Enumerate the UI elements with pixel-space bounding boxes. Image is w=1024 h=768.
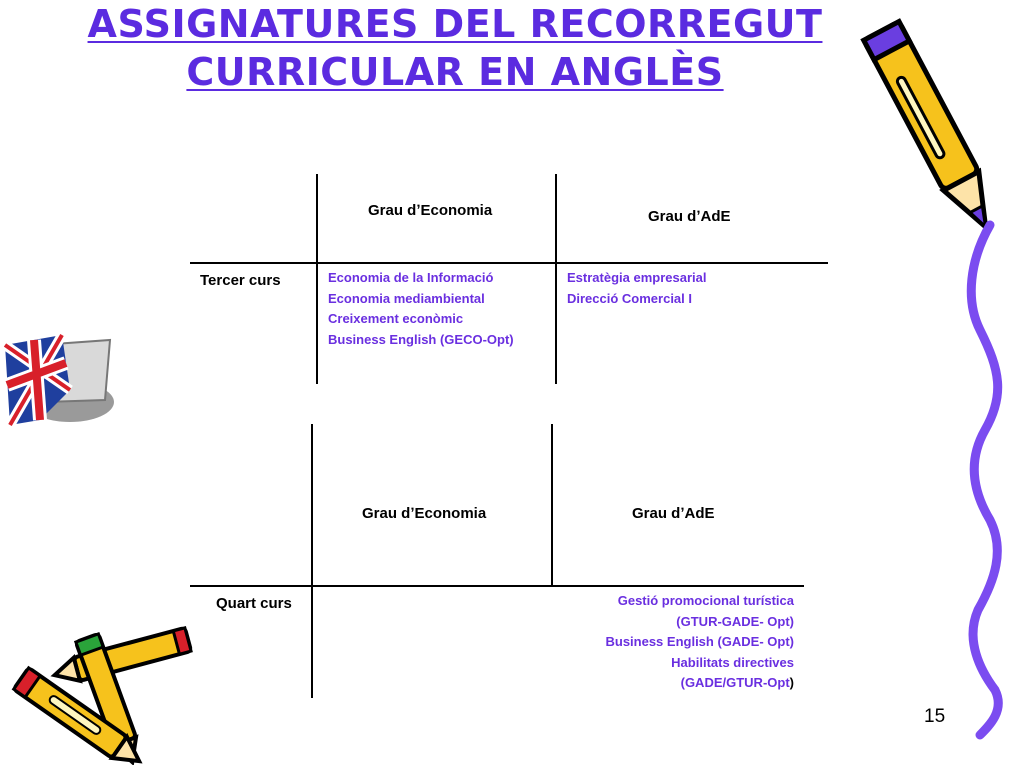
list-item: (GADE/GTUR-Opt) <box>560 673 794 694</box>
economia-subjects-list: Economia de la Informació Economia media… <box>328 268 514 350</box>
row-label-tercer-curs: Tercer curs <box>200 272 281 289</box>
header-grau-ade: Grau dʼAdE <box>632 505 715 522</box>
closing-paren: ) <box>789 675 794 690</box>
table-divider <box>311 424 313 698</box>
list-item: Business English (GECO-Opt) <box>328 331 514 347</box>
list-item: Creixement econòmic <box>328 311 464 326</box>
page-number: 15 <box>924 706 946 727</box>
list-item: Economia mediambiental <box>328 290 485 306</box>
table-divider <box>555 174 557 384</box>
ade-subjects-list: Estratègia empresarial Direcció Comercia… <box>567 268 706 309</box>
header-grau-economia: Grau dʼEconomia <box>368 202 493 219</box>
pencil-clipart-top-right <box>860 18 989 234</box>
list-item: (GTUR-GADE- Opt) <box>676 613 794 629</box>
table-divider <box>316 174 318 384</box>
list-item: Habilitats directives <box>671 654 794 670</box>
table-divider <box>551 424 553 586</box>
list-item-text: (GADE/GTUR-Opt <box>680 675 790 690</box>
uk-flag-hat-icon <box>2 332 114 428</box>
table-divider <box>190 585 804 587</box>
crossed-pencils-clipart <box>11 626 193 765</box>
header-grau-ade: Grau dʼAdE <box>648 208 731 225</box>
list-item: Direcció Comercial I <box>567 290 692 306</box>
header-grau-economia: Grau dʼEconomia <box>362 505 487 522</box>
squiggle-decoration <box>966 220 1003 740</box>
list-item: Gestió promocional turística <box>617 593 794 608</box>
list-item: Business English (GADE- Opt) <box>605 634 794 649</box>
slide-title: ASSIGNATURES DEL RECORREGUT CURRICULAR E… <box>40 0 870 96</box>
table-divider <box>190 262 828 264</box>
list-item: Economia de la Informació <box>328 270 494 285</box>
title-line-1: ASSIGNATURES DEL RECORREGUT <box>87 2 823 46</box>
row-label-quart-curs: Quart curs <box>216 595 292 612</box>
title-line-2: CURRICULAR EN ANGLÈS <box>186 50 724 94</box>
list-item: Estratègia empresarial <box>567 270 707 285</box>
ade-subjects-list: Gestió promocional turística (GTUR-GADE-… <box>560 591 794 694</box>
